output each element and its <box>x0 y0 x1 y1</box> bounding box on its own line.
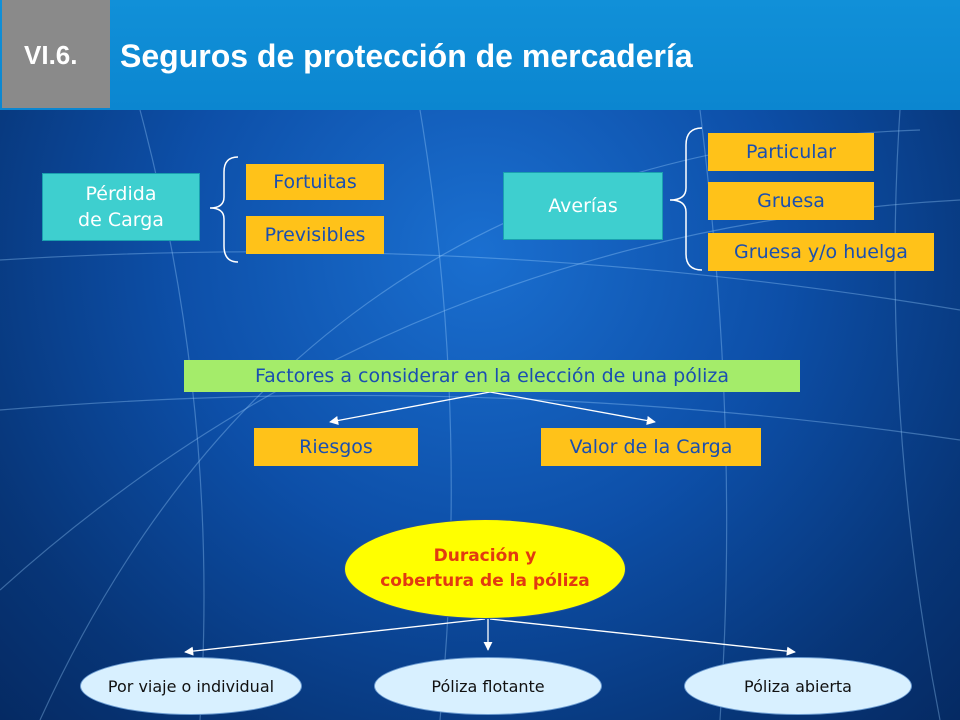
gruesa-box: Gruesa <box>708 182 874 220</box>
gruesa-huelga-box: Gruesa y/o huelga <box>708 233 934 271</box>
duracion-label: Duración y cobertura de la póliza <box>380 546 590 591</box>
riesgos-box: Riesgos <box>254 428 418 466</box>
factores-box: Factores a considerar en la elección de … <box>184 360 800 392</box>
averias-box: Averías <box>503 172 663 240</box>
duracion-ellipse: Duración y cobertura de la póliza <box>344 519 626 619</box>
page-title: Seguros de protección de mercadería <box>120 38 693 74</box>
fortuitas-box: Fortuitas <box>246 164 384 200</box>
perdida-box: Pérdida de Carga <box>42 173 200 241</box>
section-badge: VI.6. <box>2 0 110 108</box>
header-bar: VI.6. Seguros de protección de mercaderí… <box>0 0 960 110</box>
particular-box: Particular <box>708 133 874 171</box>
previsibles-box: Previsibles <box>246 216 384 254</box>
valor-carga-box: Valor de la Carga <box>541 428 761 466</box>
flotante-ellipse: Póliza flotante <box>374 657 602 715</box>
por-viaje-ellipse: Por viaje o individual <box>80 657 302 715</box>
abierta-ellipse: Póliza abierta <box>684 657 912 715</box>
section-number: VI.6. <box>24 40 78 70</box>
